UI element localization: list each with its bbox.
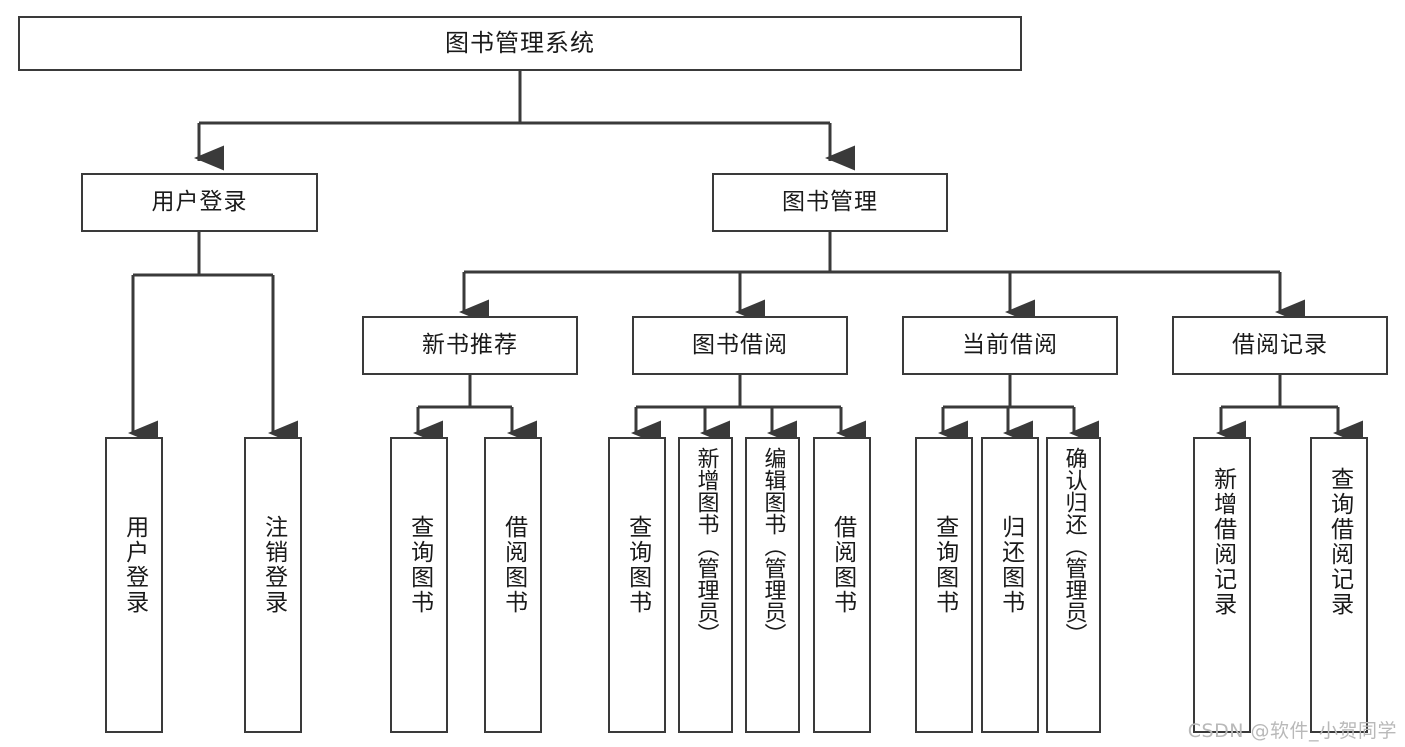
node-new-book-recommend[interactable]: 新书推荐: [362, 316, 578, 375]
node-current-borrow[interactable]: 当前借阅: [902, 316, 1118, 375]
leaf-borrow-record-add-label: 新增借阅记录: [1209, 467, 1236, 617]
leaf-new-book-query[interactable]: 查询图书: [390, 437, 448, 733]
leaf-new-book-borrow[interactable]: 借阅图书: [484, 437, 542, 733]
leaf-user-login-logout[interactable]: 注销登录: [244, 437, 302, 733]
leaf-book-borrow-add-label: 新增图书（管理员）: [693, 447, 719, 645]
node-user-login-label: 用户登录: [151, 188, 248, 215]
leaf-current-borrow-query-label: 查询图书: [931, 515, 958, 615]
leaf-user-login-login-label: 用户登录: [121, 515, 148, 615]
leaf-book-borrow-edit[interactable]: 编辑图书（管理员）: [745, 437, 800, 733]
leaf-current-borrow-return[interactable]: 归还图书: [981, 437, 1039, 733]
leaf-current-borrow-query[interactable]: 查询图书: [915, 437, 973, 733]
leaf-new-book-borrow-label: 借阅图书: [500, 515, 527, 615]
node-book-manage[interactable]: 图书管理: [712, 173, 948, 232]
node-root-system-label: 图书管理系统: [445, 29, 595, 58]
node-current-borrow-label: 当前借阅: [962, 331, 1058, 358]
leaf-current-borrow-confirm[interactable]: 确认归还（管理员）: [1046, 437, 1101, 733]
node-borrow-record[interactable]: 借阅记录: [1172, 316, 1388, 375]
node-root-system[interactable]: 图书管理系统: [18, 16, 1022, 71]
node-borrow-record-label: 借阅记录: [1232, 331, 1328, 358]
leaf-borrow-record-query-label: 查询借阅记录: [1326, 467, 1353, 617]
leaf-book-borrow-edit-label: 编辑图书（管理员）: [760, 447, 786, 645]
node-book-borrow-label: 图书借阅: [692, 331, 788, 358]
leaf-book-borrow-query[interactable]: 查询图书: [608, 437, 666, 733]
leaf-current-borrow-return-label: 归还图书: [997, 515, 1024, 615]
node-new-book-recommend-label: 新书推荐: [422, 331, 518, 358]
leaf-book-borrow-borrow-label: 借阅图书: [829, 515, 856, 615]
node-book-manage-label: 图书管理: [782, 188, 878, 215]
leaf-borrow-record-query[interactable]: 查询借阅记录: [1310, 437, 1368, 733]
leaf-new-book-query-label: 查询图书: [406, 515, 433, 615]
node-book-borrow[interactable]: 图书借阅: [632, 316, 848, 375]
node-user-login[interactable]: 用户登录: [81, 173, 318, 232]
leaf-current-borrow-confirm-label: 确认归还（管理员）: [1061, 447, 1087, 645]
leaf-book-borrow-query-label: 查询图书: [624, 515, 651, 615]
leaf-book-borrow-add[interactable]: 新增图书（管理员）: [678, 437, 733, 733]
leaf-book-borrow-borrow[interactable]: 借阅图书: [813, 437, 871, 733]
leaf-user-login-logout-label: 注销登录: [260, 515, 287, 615]
csdn-watermark: CSDN @软件_小贺同学: [1187, 720, 1397, 742]
leaf-user-login-login[interactable]: 用户登录: [105, 437, 163, 733]
leaf-borrow-record-add[interactable]: 新增借阅记录: [1193, 437, 1251, 733]
